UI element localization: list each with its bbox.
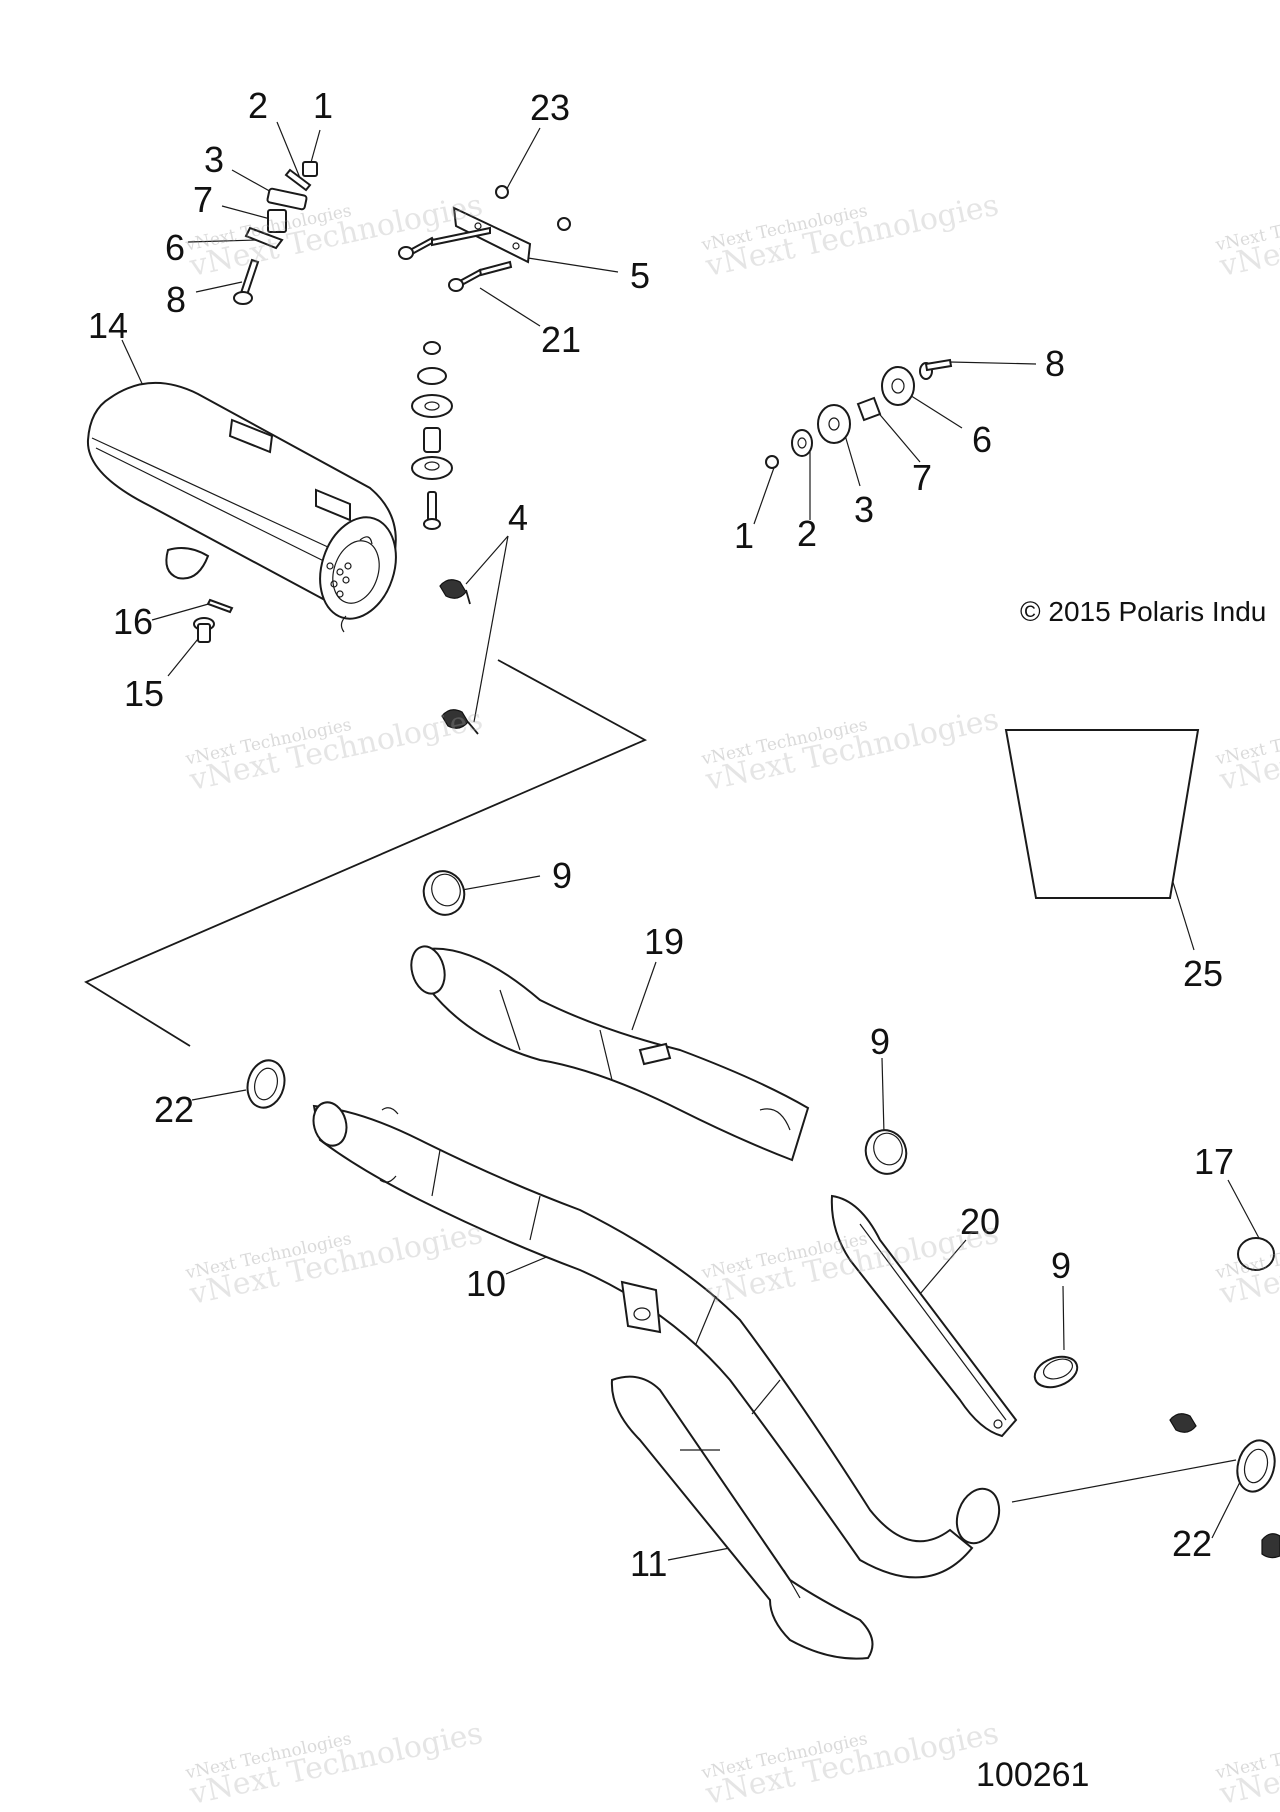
pipe-10 <box>312 1101 1001 1579</box>
callout-16: 16 <box>113 601 154 642</box>
section-divider <box>84 659 648 1047</box>
pipe-20 <box>830 1194 1018 1438</box>
right-mount-hardware <box>765 358 953 469</box>
callout-17: 17 <box>1194 1141 1235 1182</box>
callout-9-top: 9 <box>552 855 573 896</box>
muffler-mount-hardware <box>233 161 318 305</box>
callout-14: 14 <box>88 305 129 346</box>
callout-2: 2 <box>248 85 269 126</box>
callout-3: 3 <box>204 139 225 180</box>
callout-11: 11 <box>630 1543 668 1584</box>
callout-9-middle: 9 <box>870 1021 891 1062</box>
right-edge-parts <box>1169 1237 1280 1559</box>
patch <box>1004 729 1200 899</box>
springs <box>439 579 479 735</box>
callout-3-right: 3 <box>854 489 875 530</box>
figure-number: 100261 <box>976 1756 1090 1794</box>
callout-8: 8 <box>166 279 187 320</box>
callout-8-right: 8 <box>1045 343 1066 384</box>
callout-21: 21 <box>541 319 582 360</box>
callout-15: 15 <box>124 673 165 714</box>
callout-19: 19 <box>644 921 685 962</box>
callout-25: 25 <box>1183 953 1224 994</box>
gasket-left <box>246 1059 286 1109</box>
muffler <box>86 382 397 633</box>
leader-lines <box>121 121 1261 1561</box>
callout-20: 20 <box>960 1201 1001 1242</box>
clamps <box>422 870 1079 1389</box>
callout-5: 5 <box>630 255 651 296</box>
callout-1: 1 <box>313 85 334 126</box>
callout-22-right: 22 <box>1172 1523 1213 1564</box>
callout-22-left: 22 <box>154 1089 195 1130</box>
callout-9-right: 9 <box>1051 1245 1072 1286</box>
mount-stack-hardware <box>411 341 453 530</box>
pipe-19 <box>410 945 810 1162</box>
pipe-11 <box>610 1375 874 1660</box>
callout-2-right: 2 <box>797 513 818 554</box>
callout-10: 10 <box>466 1263 507 1304</box>
callout-1-right: 1 <box>734 515 755 556</box>
callout-6: 6 <box>165 227 186 268</box>
pin-and-bolt <box>193 598 234 643</box>
callout-7: 7 <box>193 179 214 220</box>
bracket-hardware <box>398 185 572 292</box>
callout-6-right: 6 <box>972 419 993 460</box>
callout-23: 23 <box>530 87 571 128</box>
callout-7-right: 7 <box>912 457 933 498</box>
copyright-text: © 2015 Polaris Indu <box>1020 596 1267 627</box>
callout-4: 4 <box>508 497 529 538</box>
